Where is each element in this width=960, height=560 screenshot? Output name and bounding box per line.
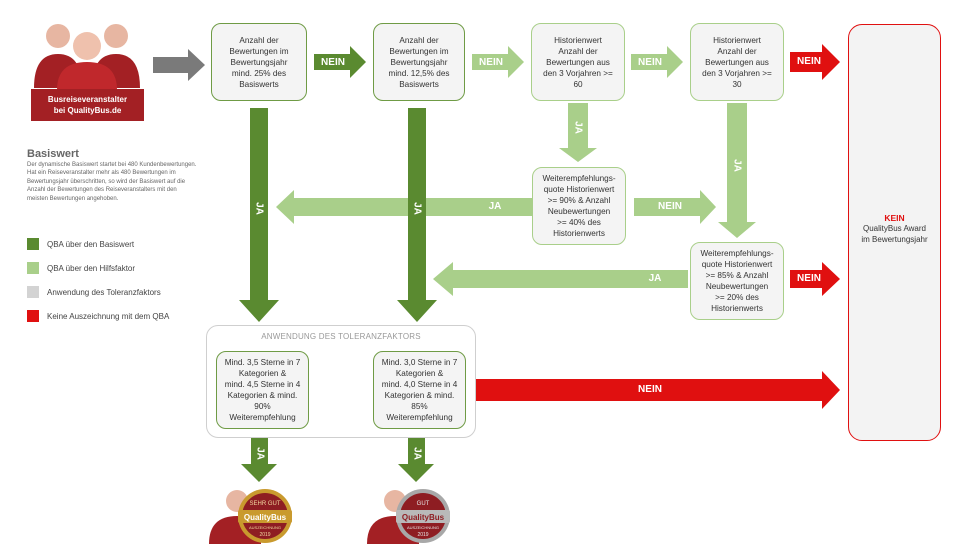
legend-label: QBA über den Basiswert (47, 239, 135, 249)
ja-label-b2: JA (411, 202, 423, 215)
nein-arrow-1 (314, 46, 366, 78)
badge-year-text: 2019 (259, 532, 270, 538)
ja-label-b6: JA (648, 273, 662, 284)
ja-label-b5: JA (488, 201, 502, 212)
start-arrow (153, 49, 205, 81)
ja-arrow-b1 (239, 108, 279, 322)
legend-swatch (27, 262, 39, 274)
legend-item-toleranz: Anwendung des Toleranzfaktors (27, 286, 161, 298)
legend-label: Anwendung des Toleranzfaktors (47, 287, 161, 297)
nein-arrow-b6 (790, 262, 840, 296)
nein-label-2: NEIN (479, 57, 503, 68)
nein-label-b6: NEIN (797, 273, 821, 284)
ja-arrow-b4 (718, 103, 756, 238)
nein-label-1: NEIN (321, 57, 345, 68)
ja-label-b3: JA (572, 121, 584, 134)
legend-item-keine: Keine Auszeichnung mit dem QBA (27, 310, 169, 322)
legend-swatch (27, 310, 39, 322)
nein-label-4: NEIN (797, 56, 821, 67)
basis-text: Der dynamische Basiswert startet bei 480… (27, 162, 197, 202)
nein-label-3: NEIN (638, 57, 662, 68)
nein-arrow-3 (631, 46, 683, 78)
ja-label-t1: JA (254, 447, 266, 460)
basis-title: Basiswert (27, 148, 79, 160)
no-award-text: QualityBus Award im Bewertungsjahr (861, 224, 928, 244)
criteria-box-quote-90: Weiterempfehlungs- quote Historienwert >… (532, 167, 626, 245)
criteria-box-historie-60: Historienwert Anzahl der Bewertungen aus… (531, 23, 625, 101)
people-icon (34, 24, 140, 90)
nein-label-t2: NEIN (638, 384, 662, 395)
badge-sub-text: AUSZEICHNUNG (407, 525, 439, 530)
badge-brand-text: QualityBus (402, 513, 445, 522)
ja-arrow-b6 (433, 262, 688, 296)
badge-year-text: 2019 (417, 532, 428, 538)
ja-arrow-t2 (398, 433, 434, 482)
no-award-title: KEIN (884, 213, 905, 223)
ja-label-b1: JA (253, 202, 265, 215)
badge-top-text: SEHR GUT (249, 501, 280, 507)
ja-arrow-b2 (397, 108, 437, 322)
criteria-box-25-percent: Anzahl der Bewertungen im Bewertungsjahr… (211, 23, 307, 101)
nein-arrow-2 (472, 46, 524, 78)
badge-brand-text: QualityBus (244, 513, 287, 522)
tolerance-box-gut: Mind. 3,0 Sterne in 7 Kategorien & mind.… (373, 351, 466, 429)
badge-top-text: GUT (417, 501, 430, 507)
legend-label: QBA über den Hilfsfaktor (47, 263, 136, 273)
nein-arrow-4 (790, 44, 840, 80)
ja-arrow-b5 (276, 190, 533, 224)
sehr-gut-award-badge: SEHR GUT QualityBus AUSZEICHNUNG 2019 (209, 489, 292, 544)
tolerance-title: ANWENDUNG DES TOLERANZFAKTORS (261, 332, 421, 341)
legend-item-hilfsfaktor: QBA über den Hilfsfaktor (27, 262, 135, 274)
provider-label: Busreiseveranstalter bei QualityBus.de (31, 89, 144, 121)
legend-label: Keine Auszeichnung mit dem QBA (47, 311, 170, 321)
criteria-box-quote-85: Weiterempfehlungs- quote Historienwert >… (690, 242, 784, 320)
nein-label-b5: NEIN (658, 201, 682, 212)
gut-award-badge: GUT QualityBus AUSZEICHNUNG 2019 (367, 489, 450, 544)
ja-arrow-b3 (559, 103, 597, 162)
criteria-box-12-5-percent: Anzahl der Bewertungen im Bewertungsjahr… (373, 23, 465, 101)
ja-arrow-t1 (241, 433, 277, 482)
nein-arrow-b5 (634, 190, 716, 224)
ja-label-b4: JA (731, 159, 743, 172)
nein-arrow-t2 (472, 371, 840, 409)
badge-sub-text: AUSZEICHNUNG (249, 525, 281, 530)
no-award-box (848, 24, 941, 441)
legend-swatch (27, 238, 39, 250)
criteria-box-historie-30: Historienwert Anzahl der Bewertungen aus… (690, 23, 784, 101)
tolerance-box-sehr-gut: Mind. 3,5 Sterne in 7 Kategorien & mind.… (216, 351, 309, 429)
legend-item-basiswert: QBA über den Basiswert (27, 238, 134, 250)
legend-swatch (27, 286, 39, 298)
ja-label-t2: JA (411, 447, 423, 460)
